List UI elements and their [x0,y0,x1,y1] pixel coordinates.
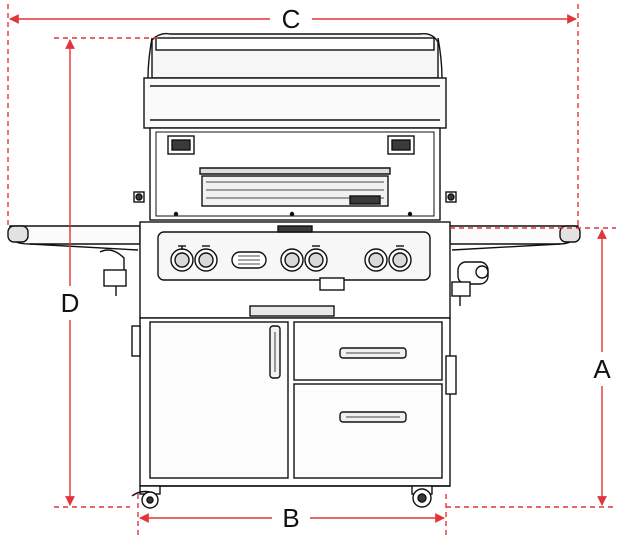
rotisserie-brackets [133,191,457,203]
dimension-label-b: B [282,503,299,533]
dimension-annotations [7,4,616,536]
knob-icon [170,245,412,272]
grill-illustration [7,32,581,509]
right-side-shelf [449,225,581,306]
left-side-shelf [7,225,141,296]
cart-body [131,317,457,487]
grill-lid [143,32,447,221]
caster-wheel-icon [131,485,433,509]
door-handle-icon [269,325,407,423]
dimension-label-d: D [61,288,80,318]
dimension-label-c: C [282,4,301,34]
dimension-label-a: A [593,354,611,384]
